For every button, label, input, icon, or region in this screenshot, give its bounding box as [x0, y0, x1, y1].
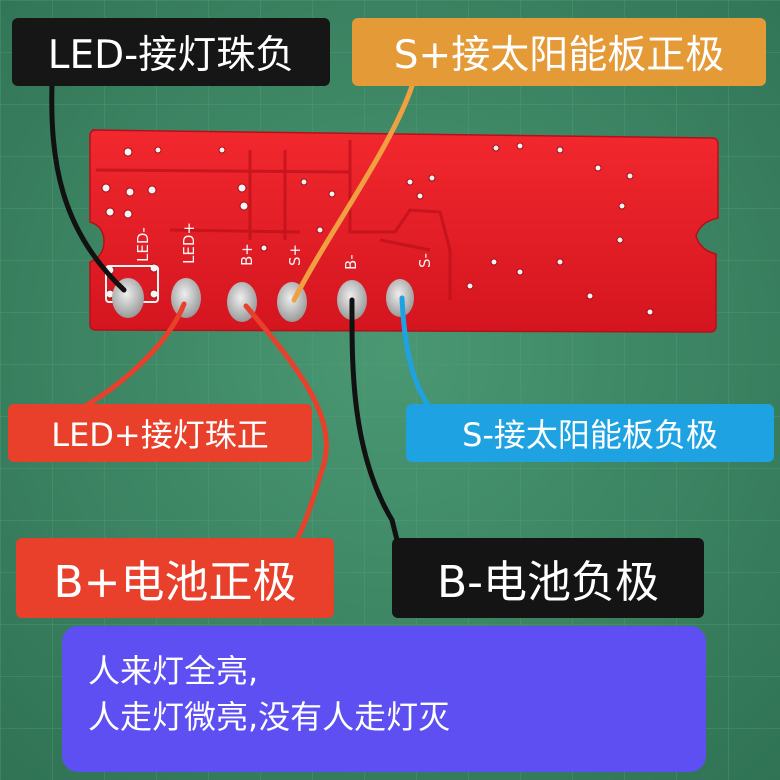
wire-led-plus: [79, 301, 187, 411]
label-b-plus: B+电池正极: [16, 538, 334, 618]
label-b-minus: B-电池负极: [392, 538, 704, 618]
note-line-1: 人来灯全亮,: [88, 652, 259, 690]
silk-led-plus: LED+: [180, 222, 198, 264]
wire-b-plus: [243, 303, 329, 555]
behavior-note: 人来灯全亮, 人走灯微亮,没有人走灯灭: [62, 626, 706, 772]
wire-b-minus: [349, 297, 403, 555]
label-led-minus: LED-接灯珠负: [12, 18, 330, 86]
label-s-minus: S-接太阳能板负极: [406, 404, 774, 462]
wire-s-minus: [399, 295, 433, 411]
silk-led-minus: LED-: [134, 227, 152, 262]
silk-b-minus: B-: [342, 254, 360, 270]
label-s-plus: S+接太阳能板正极: [352, 18, 766, 86]
wire-led-minus: [49, 81, 127, 293]
note-line-2: 人走灯微亮,没有人走灯灭: [88, 698, 451, 736]
silk-s-minus: S-: [416, 253, 434, 268]
wire-s-plus: [291, 83, 415, 303]
label-led-plus: LED+接灯珠正: [8, 404, 312, 462]
silk-b-plus: B+: [238, 243, 256, 266]
silk-s-plus: S+: [286, 244, 304, 266]
